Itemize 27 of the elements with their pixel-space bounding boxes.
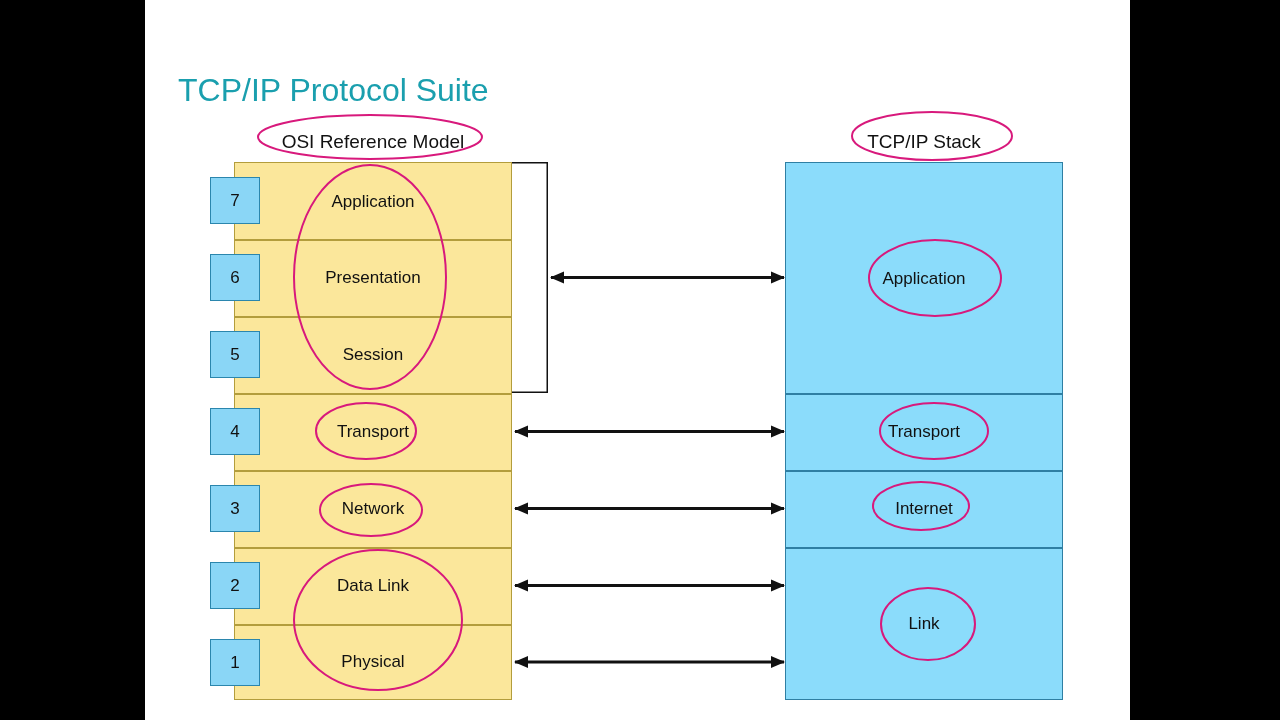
bracket	[512, 162, 548, 393]
layer-name: Transport	[887, 422, 961, 443]
layer-number-box: 3	[210, 485, 260, 532]
layer-name: Physical	[341, 652, 405, 673]
layer-number-box: 5	[210, 331, 260, 378]
layer-name: Application	[331, 191, 415, 212]
layer-number-box: 6	[210, 254, 260, 301]
double-arrow	[514, 656, 785, 668]
layer-name: Link	[908, 613, 940, 634]
layer-name: Internet	[895, 499, 953, 520]
layer-name: Data Link	[337, 576, 409, 597]
column-heading: OSI Reference Model	[281, 131, 465, 153]
layer-name: Transport	[336, 422, 410, 443]
double-arrow	[514, 579, 785, 592]
layer-number-box: 7	[210, 177, 260, 224]
layer-name: Application	[882, 268, 966, 289]
double-arrow	[514, 425, 785, 438]
layer-name: Network	[341, 499, 405, 520]
layer-number-box: 1	[210, 639, 260, 686]
layer-number-box: 2	[210, 562, 260, 609]
double-arrow	[550, 271, 785, 284]
layer-number-box: 4	[210, 408, 260, 455]
column-heading: TCP/IP Stack	[867, 131, 981, 153]
double-arrow	[514, 502, 785, 515]
slide-title: TCP/IP Protocol Suite	[178, 72, 489, 109]
layer-name: Session	[342, 345, 404, 366]
layer-name: Presentation	[325, 268, 421, 289]
